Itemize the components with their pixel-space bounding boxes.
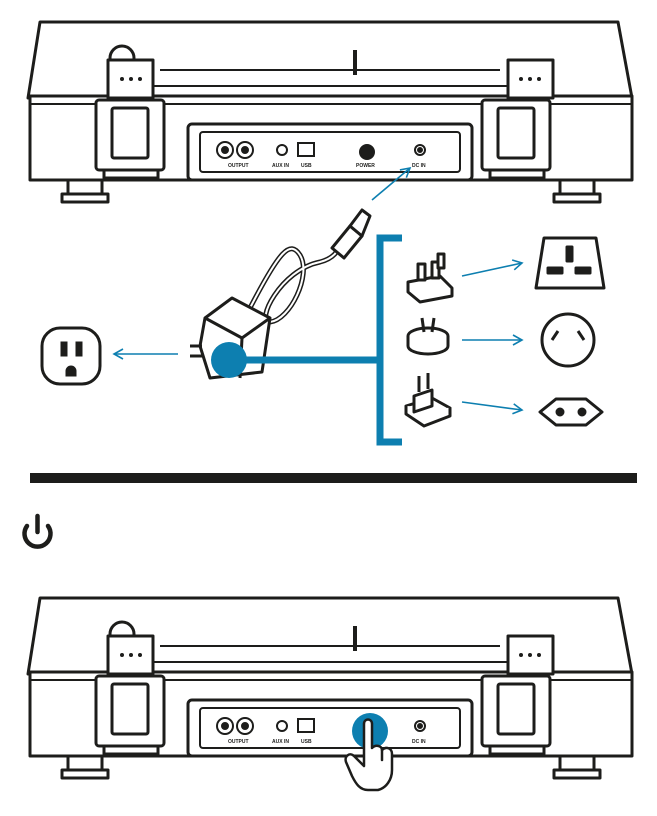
aux-in-label-bottom: AUX IN <box>272 739 289 745</box>
output-label-bottom: OUTPUT <box>228 739 249 745</box>
usb-label-top: USB <box>301 163 312 169</box>
uk-socket-icon <box>534 236 606 290</box>
au-plug-adapter-icon <box>406 317 450 356</box>
dc-in-label-bottom: DC IN <box>412 739 426 745</box>
us-wall-outlet-icon <box>40 326 102 386</box>
dc-in-label-top: DC IN <box>412 163 426 169</box>
dc-plug-cable <box>247 208 372 325</box>
hinge-dots-bottom <box>120 653 541 657</box>
power-label-top: POWER <box>356 163 375 169</box>
usb-label-bottom: USB <box>301 739 312 745</box>
eu-socket-icon <box>538 397 604 427</box>
plug-adapter-bracket <box>246 234 402 446</box>
power-symbol-icon <box>22 513 53 549</box>
section-divider <box>30 473 637 483</box>
turntable-rear-view-bottom <box>26 596 634 780</box>
adapter-highlight <box>211 342 247 378</box>
aux-in-label-top: AUX IN <box>272 163 289 169</box>
au-socket-icon <box>540 312 596 368</box>
eu-plug-adapter-icon <box>404 373 452 428</box>
hand-press-icon <box>344 718 394 792</box>
rear-panel-bottom-jacks <box>216 717 426 735</box>
arrow-to-dc-in <box>371 166 412 201</box>
rear-panel-top-jacks <box>216 141 426 160</box>
power-button-top[interactable] <box>359 144 375 160</box>
arrow-to-uk-socket <box>461 259 524 277</box>
turntable-rear-view-top <box>26 20 634 204</box>
hinge-dots-top <box>120 77 541 81</box>
output-label-top: OUTPUT <box>228 163 249 169</box>
arrow-to-eu-socket <box>461 401 524 415</box>
uk-plug-adapter-icon <box>406 252 454 304</box>
